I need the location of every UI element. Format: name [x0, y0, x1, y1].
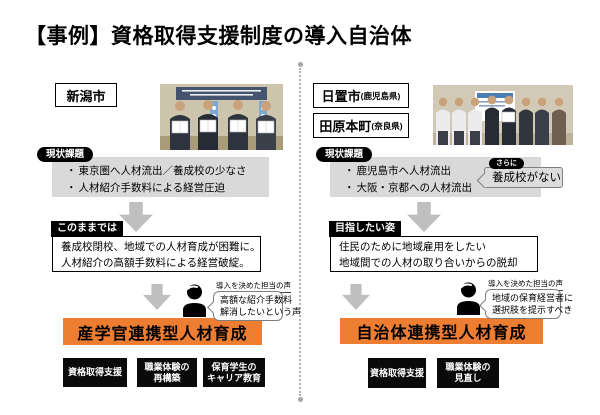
city-name: 新潟市: [66, 88, 106, 104]
person-icon: [183, 284, 206, 317]
tag-shikaku-right: 資格取得支援: [368, 358, 426, 388]
column-divider: [298, 62, 303, 402]
tag-shokugyo-right: 職業体験の 見直し: [437, 358, 499, 388]
city-pref: (鹿児島県): [360, 90, 401, 101]
divider-dot-bottom: [298, 397, 303, 402]
page-title: 【事例】資格取得支援制度の導入自治体: [25, 25, 412, 48]
voice-line: 地域の保育経営者に: [492, 293, 574, 303]
city-box-hioki: 日置市(鹿児島県): [313, 83, 409, 108]
voice-line: 高額な紹介手数料: [220, 295, 293, 305]
issues-box-left: 東京圏へ人材流出／養成校の少なさ 人材紹介手数料による経営圧迫: [52, 157, 269, 197]
divider-dot-top: [298, 62, 303, 67]
tag-shokugyo-left: 職業体験の 再構築: [137, 358, 197, 387]
consequence-line: 人材紹介の高額手数料による経営破綻。: [61, 257, 250, 269]
down-arrow-icon: [119, 202, 153, 232]
issue-label-right: 現状課題: [316, 147, 373, 162]
goal-box-right: 住民のために地域雇用をしたい 地域間での人材の取り合いからの脱却: [330, 236, 538, 272]
city-box-tawaramoto: 田原本町(奈良県): [313, 113, 409, 138]
extra-bubble: 養成校がない: [484, 167, 563, 188]
down-arrow-icon: [143, 284, 171, 310]
result-banner-left: 産学官連携型人材育成: [63, 318, 262, 345]
hioki-signing-photo: [433, 85, 573, 145]
if-label-left: このままでは: [51, 221, 123, 237]
city-name: 田原本町: [319, 119, 372, 134]
down-arrow-icon: [342, 284, 370, 310]
niigata-signing-photo: [160, 84, 283, 150]
person-icon: [457, 282, 480, 315]
goal-line: 住民のために地域雇用をしたい: [339, 241, 486, 253]
city-name: 日置市: [321, 89, 361, 104]
result-banner-right: 自治体連携型人材育成: [340, 318, 543, 344]
issue-item: 東京圏へ人材流出／養成校の少なさ: [66, 163, 263, 180]
issue-item: 大阪・京都への人材流出: [344, 180, 535, 197]
down-arrow-icon: [407, 202, 441, 232]
voice-bubble-right: 地域の保育経営者に 選択肢を提示すべき: [485, 289, 574, 319]
issue-label-left: 現状課題: [37, 147, 94, 162]
city-box-niigata: 新潟市: [55, 83, 117, 107]
tag-shikaku-left: 資格取得支援: [63, 358, 127, 387]
extra-label: さらに: [489, 158, 524, 169]
city-pref: (奈良県): [371, 120, 403, 131]
consequence-line: 養成校閉校、地域での人材育成が困難に。: [61, 241, 261, 253]
tag-hoiku-left: 保育学生の キャリア教育: [203, 358, 265, 387]
voice-line: 解消したいという声: [220, 307, 302, 317]
consequence-box-left: 養成校閉校、地域での人材育成が困難に。 人材紹介の高額手数料による経営破綻。: [52, 236, 261, 272]
issue-item: 鹿児島市へ人材流出: [344, 163, 535, 180]
voice-line: 選択肢を提示すべき: [492, 305, 573, 315]
goal-label-right: 目指したい姿: [329, 221, 401, 237]
goal-line: 地域間での人材の取り合いからの脱却: [339, 257, 518, 269]
issue-item: 人材紹介手数料による経営圧迫: [66, 180, 263, 197]
voice-bubble-left: 高額な紹介手数料 解消したいという声: [213, 291, 302, 321]
